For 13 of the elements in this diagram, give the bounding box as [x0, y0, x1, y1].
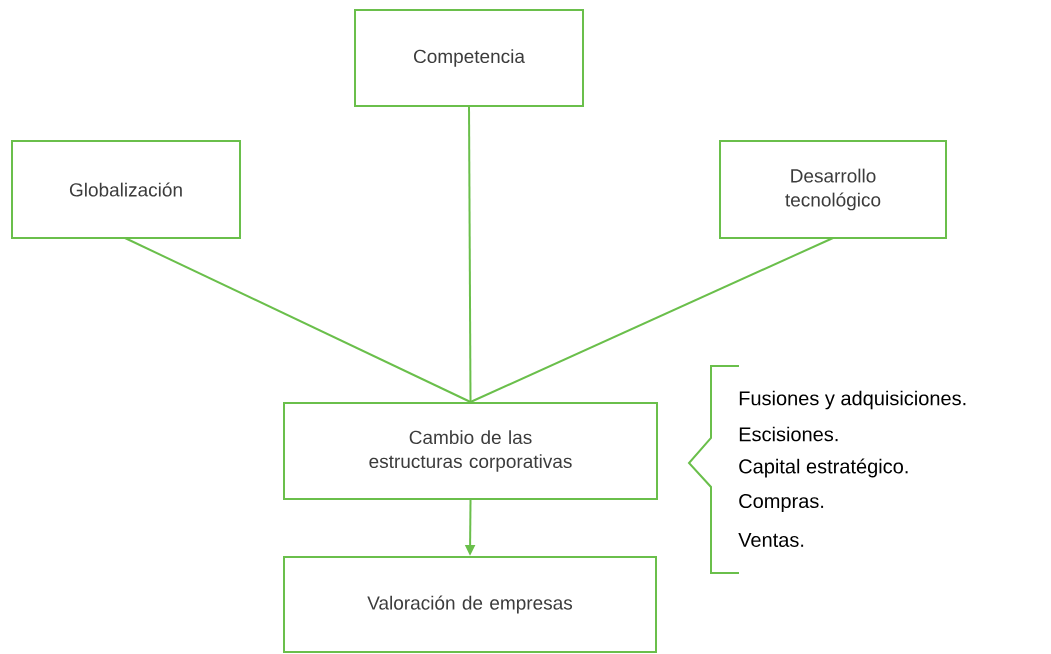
process-box: Cambio de las estructuras corporativas: [283, 402, 658, 500]
process-box: Competencia: [354, 9, 584, 107]
process-box: Globalización: [11, 140, 241, 239]
list-item: Ventas.: [738, 533, 804, 547]
connector-line: [124, 237, 472, 403]
list-item: Escisiones.: [739, 426, 838, 442]
process-box: Valoración de empresas: [283, 556, 657, 653]
list-item: Fusiones y adquisiciones.: [739, 390, 966, 410]
connector-line: [468, 106, 472, 403]
connector-line: [469, 237, 834, 403]
list-item: Capital estratégico.: [739, 458, 908, 478]
list-item: Compras.: [739, 493, 824, 513]
process-box: Desarrollo tecnológico: [719, 140, 947, 239]
